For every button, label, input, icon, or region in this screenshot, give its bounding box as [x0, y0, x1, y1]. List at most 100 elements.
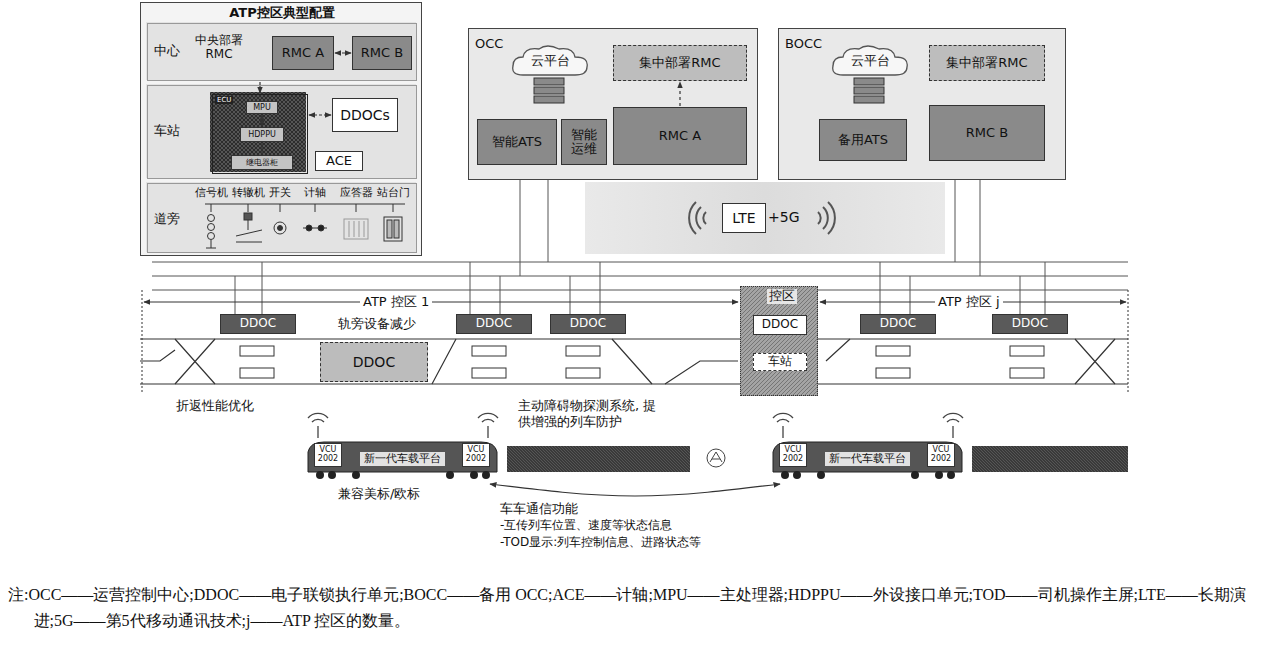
- arrow: [261, 115, 262, 126]
- ddoc-box: DDOC: [320, 342, 428, 382]
- node-text: 新一代车载平台: [825, 452, 910, 467]
- rmc-box: 集中部署RMC: [613, 45, 747, 81]
- node-text: 中心: [154, 44, 180, 59]
- rmc-box: RMC A: [613, 107, 747, 165]
- node-text: 集中部署RMC: [639, 56, 720, 71]
- annotation-label: -TOD显示:列车控制信息、进路状态等: [500, 535, 701, 549]
- node-text: VCU 2002: [465, 446, 487, 464]
- node-text: 集中部署RMC: [946, 56, 1027, 71]
- node-text: OCC: [475, 37, 503, 52]
- trackside-icons: [205, 204, 405, 248]
- station-row: MPU HDPPU 继电器柜 ECU DDOCsACE 车站: [147, 85, 417, 179]
- ecu-box: MPU HDPPU 继电器柜 ECU: [212, 94, 308, 174]
- train: VCU 2002 VCU 2002 新一代车载平台: [765, 438, 970, 480]
- node-text: 云平台: [531, 54, 570, 69]
- ddoc-box: DDOC: [550, 314, 626, 334]
- occ-panel: 云平台 集中部署RMC 智能ATS 智能运维 RMC A OCC: [468, 28, 758, 180]
- annotation-label: 开关: [269, 186, 291, 199]
- figure-caption: 注:OCC——运营控制中心;DDOC——电子联锁执行单元;BOCC——备用 OC…: [8, 582, 1270, 635]
- node-text: 备用ATS: [838, 133, 888, 148]
- rmc-box: RMC A: [272, 36, 334, 70]
- node-text: VCU 2002: [317, 446, 339, 464]
- node-text: ECU: [215, 96, 233, 104]
- track-layout: [140, 339, 1128, 384]
- ddoc-box: DDOC: [220, 314, 296, 334]
- annotation-label: 轨旁设备减少: [338, 316, 416, 332]
- config-panel: RMC A RMC B 中心中央部署 RMC MPU HDPPU 继电器柜 ECU DDOCs…: [140, 2, 422, 256]
- wireless-arcs: [689, 202, 835, 234]
- cloud-platform: 云平台: [509, 45, 591, 77]
- ddoc-box: DDOC: [992, 314, 1068, 334]
- annotation-label: 转辙机: [232, 186, 265, 199]
- annotation-label: -互传列车位置、速度等状态信息: [500, 518, 672, 532]
- rmc-box: 集中部署RMC: [929, 45, 1045, 81]
- cloud-platform: 云平台: [829, 45, 911, 77]
- node-text: RMC B: [361, 46, 403, 61]
- ddoc-box: DDOC: [860, 314, 936, 334]
- dashed-link: [335, 52, 351, 53]
- maintenance-box: 智能运维: [561, 119, 607, 165]
- rmc-box: RMC B: [352, 36, 412, 70]
- vcu-box: VCU 2002: [314, 443, 342, 467]
- node-text: ATP控区典型配置: [141, 6, 423, 21]
- node-text: DDOC: [762, 318, 798, 332]
- annotation-label: ATP 控区 1: [360, 294, 432, 310]
- dashed-link: [309, 114, 331, 115]
- hdppu-box: HDPPU: [240, 127, 284, 142]
- relay-cabinet: 继电器柜: [231, 155, 293, 170]
- bocc-panel: 云平台集中部署RMC备用ATSRMC BBOCC: [778, 28, 1066, 180]
- node-text: 车站: [768, 355, 792, 369]
- annotation-label: +5G: [768, 209, 800, 226]
- train: VCU 2002 VCU 2002 新一代车载平台: [300, 438, 505, 480]
- node-text: LTE: [732, 210, 755, 226]
- ats-box: 备用ATS: [819, 119, 907, 161]
- v2v-link: [490, 484, 780, 496]
- node-text: DDOCs: [340, 107, 390, 123]
- node-text: DDOC: [353, 354, 395, 370]
- lte-box: LTE: [722, 203, 766, 233]
- node-text: MPU: [253, 103, 271, 112]
- node-text: 云平台: [851, 54, 890, 69]
- node-text: 继电器柜: [246, 158, 278, 167]
- center-row: RMC A RMC B 中心中央部署 RMC: [147, 23, 417, 81]
- ddoc-box: DDOC: [753, 315, 807, 335]
- dashed-arrow: [679, 82, 680, 106]
- node-text: 中央部署 RMC: [188, 34, 250, 62]
- ddocs-box: DDOCs: [332, 98, 398, 132]
- annotation-label: ATP 控区 j: [935, 294, 1003, 310]
- annotation-label: 站台门: [377, 186, 410, 199]
- rmc-box: RMC B: [929, 105, 1045, 161]
- panel-fills: [140, 2, 1066, 256]
- annotation-label: 车车通信功能: [500, 501, 578, 517]
- node-text: DDOC: [476, 317, 512, 331]
- node-text: DDOC: [240, 317, 276, 331]
- ddoc-box: DDOC: [456, 314, 532, 334]
- annotation-label: 计轴: [304, 186, 326, 199]
- mpu-box: MPU: [246, 101, 278, 114]
- node-text: RMC A: [659, 129, 701, 144]
- node-text: DDOC: [1012, 317, 1048, 331]
- server-icons: [534, 78, 884, 103]
- dimension-lines: [142, 290, 1128, 392]
- node-text: VCU 2002: [930, 446, 952, 464]
- node-text: 车站: [154, 124, 180, 139]
- station-box: 车站: [753, 353, 807, 371]
- node-text: RMC A: [282, 46, 324, 61]
- node-text: 智能ATS: [492, 135, 542, 150]
- vcu-box: VCU 2002: [779, 443, 807, 467]
- node-text: 智能运维: [570, 128, 598, 157]
- node-text: 新一代车载平台: [360, 452, 445, 467]
- control-zone: DDOC车站控区: [740, 286, 818, 396]
- annotation-label: 主动障碍物探测系统, 提供增强的列车防护: [518, 398, 660, 429]
- ace-box: ACE: [315, 151, 363, 171]
- annotation-label: 折返性能优化: [176, 398, 254, 414]
- node-text: ACE: [326, 154, 352, 169]
- control-zone-hatch: [740, 286, 818, 396]
- node-text: VCU 2002: [782, 446, 804, 464]
- vcu-box: VCU 2002: [927, 443, 955, 467]
- train-antennas: [308, 413, 963, 438]
